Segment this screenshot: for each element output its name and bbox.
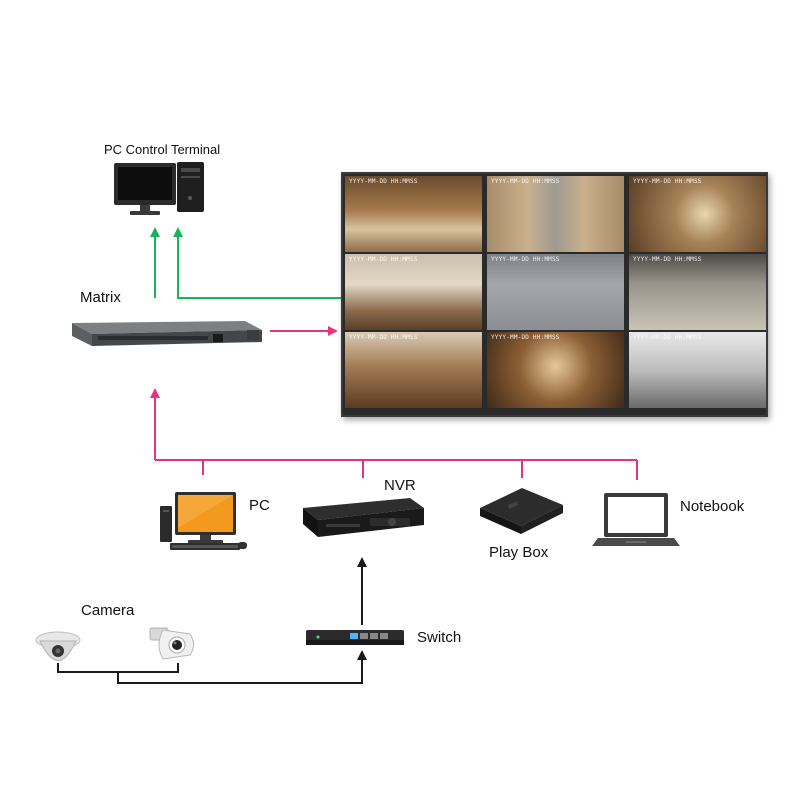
tile-timestamp: YYYY-MM-DD HH:MMSS bbox=[349, 178, 418, 185]
tile-corridor: YYYY-MM-DD HH:MMSS bbox=[629, 176, 766, 252]
tile-hotel-lobby: YYYY-MM-DD HH:MMSS bbox=[345, 176, 482, 252]
switch-label: Switch bbox=[417, 629, 462, 646]
notebook-icon bbox=[592, 493, 680, 546]
camera-label: Camera bbox=[81, 602, 135, 619]
tile-timestamp: YYYY-MM-DD HH:MMSS bbox=[633, 256, 702, 263]
signal-links bbox=[150, 326, 638, 480]
network-links bbox=[57, 557, 367, 684]
nvr-label: NVR bbox=[384, 477, 416, 494]
play-box-icon bbox=[480, 488, 563, 534]
notebook-label: Notebook bbox=[680, 498, 745, 515]
pc-label: PC bbox=[249, 497, 270, 514]
video-wall-display: YYYY-MM-DD HH:MMSS YYYY-MM-DD HH:MMSS YY… bbox=[341, 172, 768, 417]
tile-elevator-hall: YYYY-MM-DD HH:MMSS bbox=[487, 176, 624, 252]
nvr-device-icon bbox=[303, 498, 424, 537]
wall-to-terminal-link bbox=[173, 227, 345, 299]
tile-timestamp: YYYY-MM-DD HH:MMSS bbox=[491, 334, 560, 341]
tile-timestamp: YYYY-MM-DD HH:MMSS bbox=[491, 256, 560, 263]
tile-timestamp: YYYY-MM-DD HH:MMSS bbox=[349, 334, 418, 341]
tile-hallway: YYYY-MM-DD HH:MMSS bbox=[487, 332, 624, 408]
play-box-label: Play Box bbox=[489, 544, 549, 561]
pc-icon bbox=[160, 492, 247, 550]
control-links bbox=[150, 227, 345, 299]
tile-timestamp: YYYY-MM-DD HH:MMSS bbox=[633, 334, 702, 341]
tile-gym: YYYY-MM-DD HH:MMSS bbox=[629, 332, 766, 408]
matrix-label: Matrix bbox=[80, 289, 121, 306]
bullet-camera-icon bbox=[149, 627, 194, 660]
pc-control-terminal-label: PC Control Terminal bbox=[104, 142, 221, 157]
tile-timestamp: YYYY-MM-DD HH:MMSS bbox=[633, 178, 702, 185]
tile-parking-garage: YYYY-MM-DD HH:MMSS bbox=[487, 254, 624, 330]
tile-reception: YYYY-MM-DD HH:MMSS bbox=[345, 254, 482, 330]
camera-bus-to-switch bbox=[117, 650, 367, 684]
tile-timestamp: YYYY-MM-DD HH:MMSS bbox=[349, 256, 418, 263]
matrix-device-icon bbox=[72, 321, 262, 346]
dome-camera-icon bbox=[35, 631, 81, 661]
camera-to-switch-link bbox=[57, 663, 179, 673]
tile-dining-room: YYYY-MM-DD HH:MMSS bbox=[345, 332, 482, 408]
tile-turnstile-gate: YYYY-MM-DD HH:MMSS bbox=[629, 254, 766, 330]
switch-device-icon bbox=[306, 630, 404, 645]
pc-control-terminal-icon bbox=[114, 162, 204, 215]
tile-timestamp: YYYY-MM-DD HH:MMSS bbox=[491, 178, 560, 185]
